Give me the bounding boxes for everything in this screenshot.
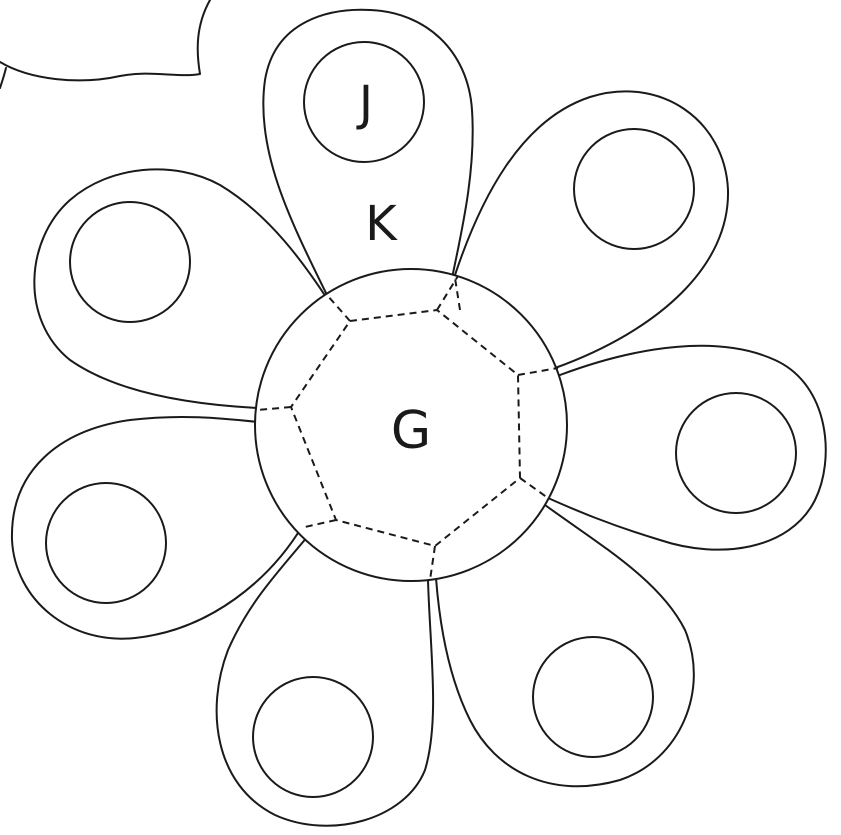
petal-circle-upper-left [70,202,190,322]
center-label: G [391,401,431,461]
petal-circle-bottom [253,677,373,797]
cloud-tail [0,68,6,88]
petal-circle-upper-right [574,129,694,249]
petal-circle-lower-left [46,483,166,603]
petal-circle-lower-right [533,637,653,757]
cloud-shape [0,0,210,80]
petal-circle-label-top: J [356,76,373,132]
petal-circle-right [676,393,796,513]
petal-inner-label: K [365,196,398,252]
